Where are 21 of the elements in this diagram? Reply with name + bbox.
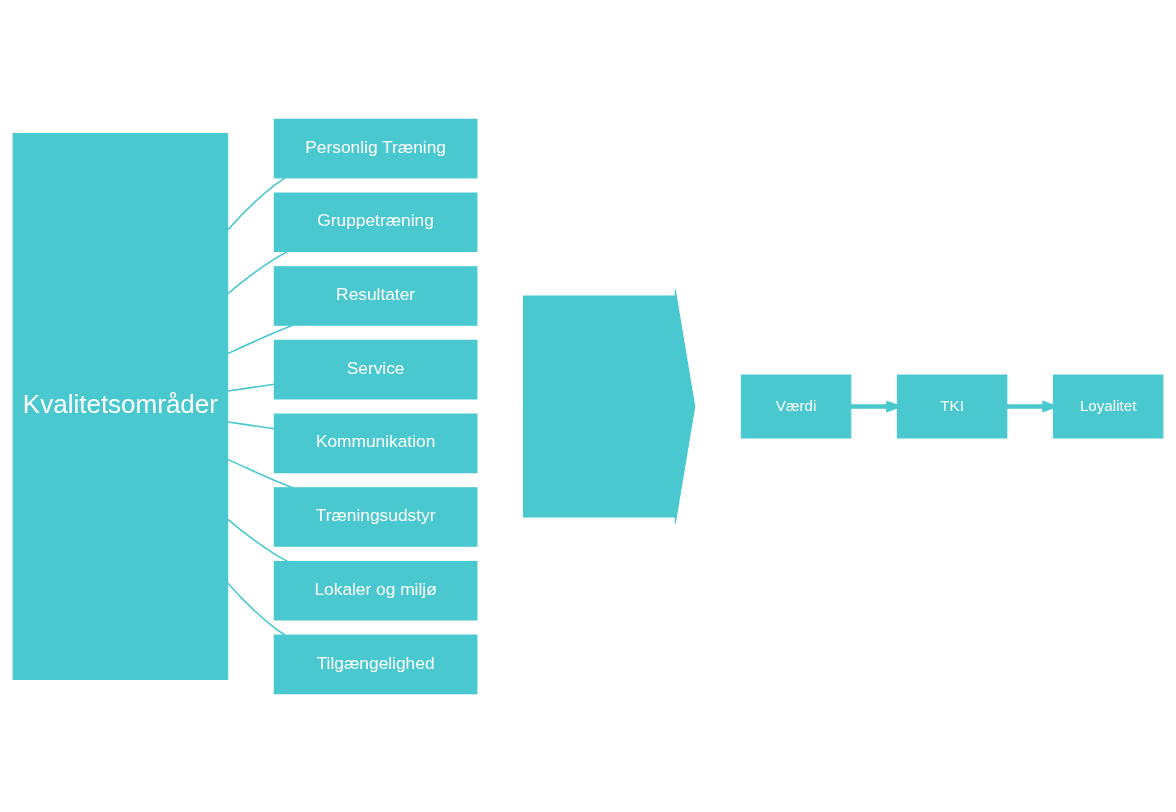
connector: [226, 458, 294, 489]
node-box: Service: [273, 339, 478, 399]
connector: [226, 581, 286, 636]
node-box: Loyalitet: [1052, 374, 1164, 438]
connector: [227, 518, 289, 562]
node-box: Kvalitetsområder: [12, 132, 229, 680]
node-box: Personlig Træning: [273, 118, 478, 178]
node-box: TKI: [896, 374, 1008, 438]
node-arrow: [523, 288, 696, 524]
connector: [226, 176, 286, 231]
connector: [227, 250, 289, 294]
node-box: Værdi: [740, 374, 852, 438]
node-box: Tilgængelighed: [273, 634, 478, 694]
connector: [226, 382, 276, 392]
connector: [226, 420, 276, 430]
node-box: Lokaler og miljø: [273, 560, 478, 620]
node-box: Resultater: [273, 265, 478, 326]
node-box: Træningsudstyr: [273, 486, 478, 547]
node-box: Kommunikation: [273, 413, 478, 473]
connector: [226, 323, 294, 354]
node-box: Gruppetræning: [273, 192, 478, 252]
